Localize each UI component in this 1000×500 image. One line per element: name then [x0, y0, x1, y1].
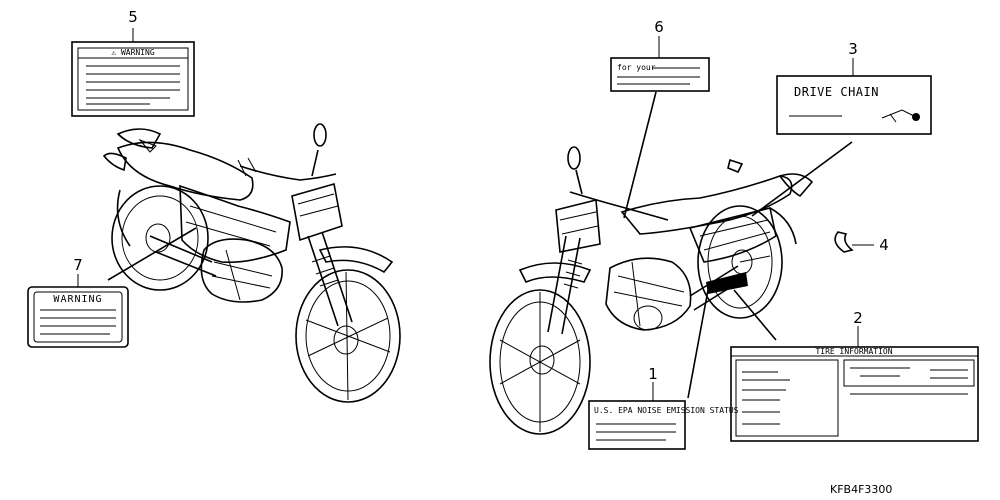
callout-6: 6 — [654, 18, 664, 36]
callout-1: 1 — [648, 365, 658, 383]
for-your-label: for your — [610, 57, 710, 92]
warning-label-left: WARNING — [27, 286, 129, 348]
clip-part — [834, 231, 854, 253]
tire-information-text: TIRE INFORMATION — [815, 347, 892, 356]
motorcycle-left-view — [102, 123, 401, 403]
callout-4: 4 — [879, 236, 889, 254]
callout-5: 5 — [128, 8, 138, 26]
callout-7: 7 — [73, 256, 83, 274]
us-epa-label: U.S. EPA NOISE EMISSION STATUS — [588, 400, 739, 450]
callout-3: 3 — [848, 40, 858, 58]
motorcycle-right-view — [489, 146, 814, 435]
diagram-code: KFB4F3300 — [830, 483, 892, 496]
warning-left-text: WARNING — [53, 294, 102, 305]
for-your-text: for your — [617, 63, 656, 72]
callout-2: 2 — [853, 309, 863, 327]
warning-label-top: ⚠ WARNING — [71, 41, 195, 117]
drive-chain-label: DRIVE CHAIN — [776, 75, 932, 135]
warning-top-text: ⚠ WARNING — [111, 48, 155, 57]
drive-chain-text: DRIVE CHAIN — [794, 85, 879, 99]
tire-information-label: TIRE INFORMATION — [730, 346, 979, 442]
us-epa-text: U.S. EPA NOISE EMISSION STATUS — [594, 406, 739, 415]
